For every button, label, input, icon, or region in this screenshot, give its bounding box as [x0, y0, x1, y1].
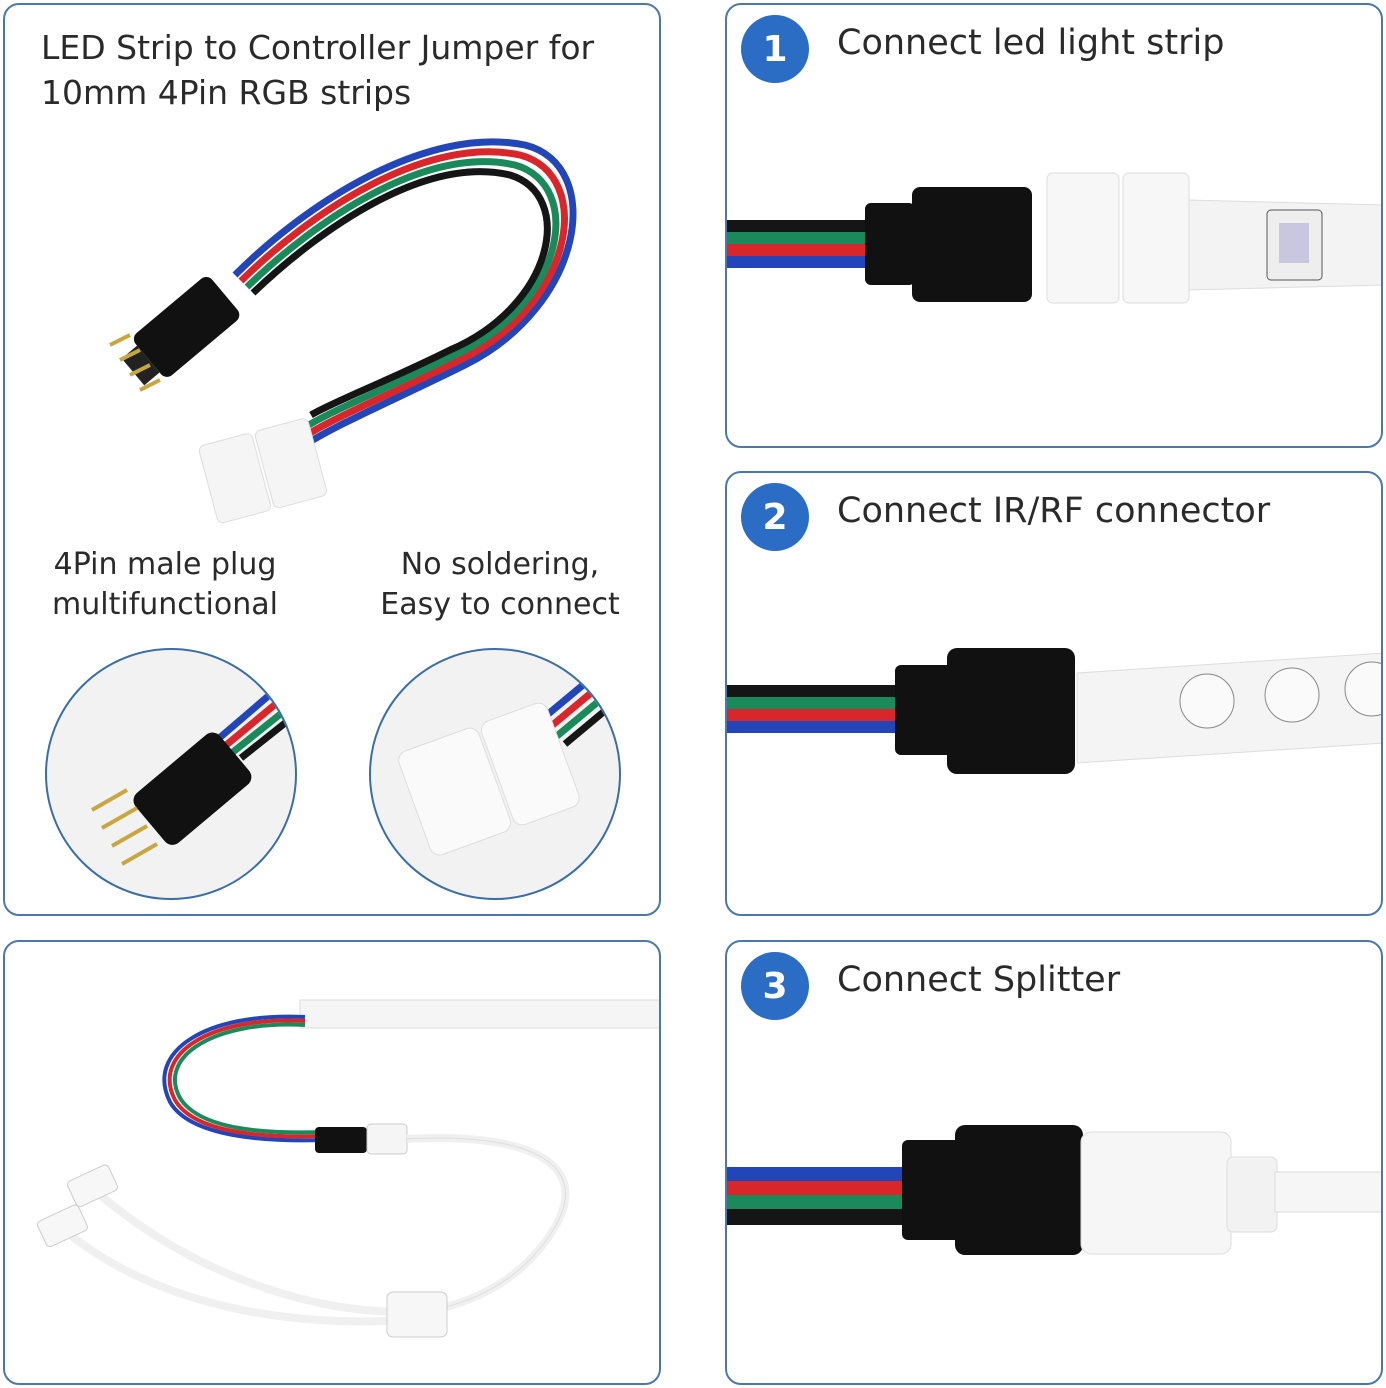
- male-plug-closeup-image: [45, 648, 297, 900]
- step-number-badge: 1: [741, 15, 809, 83]
- step-number-badge: 3: [741, 952, 809, 1020]
- feature-left-line-2: multifunctional: [52, 587, 278, 622]
- feature-right-line-2: Easy to connect: [380, 587, 620, 622]
- strip-connection-image: [727, 172, 1381, 304]
- title-line-1: LED Strip to Controller Jumper for: [41, 28, 595, 67]
- feature-left-line-1: 4Pin male plug: [53, 547, 277, 582]
- jumper-cable-image: [109, 138, 577, 524]
- step-title: Connect led light strip: [837, 23, 1225, 63]
- splitter-cable-image: [36, 999, 659, 1338]
- splitter-overview-panel: [3, 940, 661, 1385]
- product-title: LED Strip to Controller Jumper for 10mm …: [41, 25, 594, 115]
- clip-connector-closeup-image: [369, 648, 621, 900]
- title-line-2: 10mm 4Pin RGB strips: [41, 73, 412, 112]
- step-3-panel: 3 Connect Splitter: [725, 940, 1383, 1385]
- step-title: Connect Splitter: [837, 960, 1121, 1000]
- step-2-panel: 2 Connect IR/RF connector: [725, 471, 1383, 916]
- feature-male-plug: 4Pin male plug multifunctional: [45, 545, 285, 625]
- step-1-panel: 1 Connect led light strip: [725, 3, 1383, 448]
- feature-right-line-1: No soldering,: [400, 547, 600, 582]
- feature-no-soldering: No soldering, Easy to connect: [375, 545, 625, 625]
- step-title: Connect IR/RF connector: [837, 491, 1271, 531]
- step-number-badge: 2: [741, 483, 809, 551]
- controller-connection-image: [727, 648, 1381, 774]
- product-overview-panel: LED Strip to Controller Jumper for 10mm …: [3, 3, 661, 916]
- splitter-connection-image: [727, 1125, 1381, 1255]
